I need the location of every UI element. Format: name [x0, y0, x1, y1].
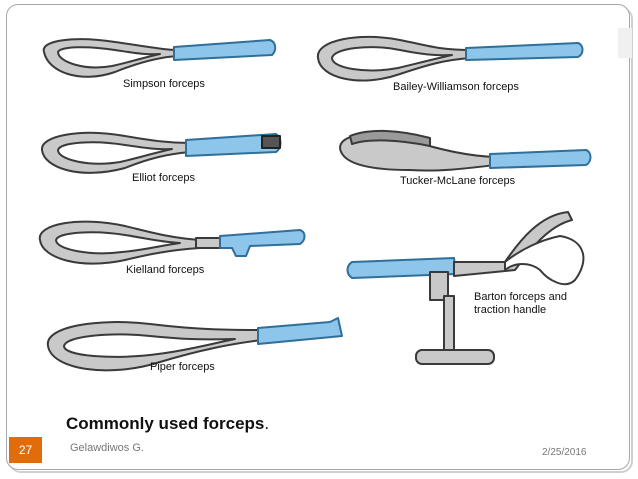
barton-forceps-drawing — [346, 211, 585, 365]
elliot-forceps-drawing — [41, 131, 282, 174]
instrument-label: Bailey-Williamson forceps — [393, 81, 519, 93]
instrument-label: Tucker-McLane forceps — [400, 175, 516, 187]
slide-frame — [6, 4, 630, 470]
bailey-williamson-forceps-drawing — [316, 35, 584, 82]
slide-accent-bar — [618, 28, 632, 58]
instrument-label: Barton forceps and — [474, 291, 567, 303]
caption-text: Commonly used forceps — [66, 414, 265, 433]
instrument-label: Kielland forceps — [126, 264, 205, 276]
simpson-forceps-drawing — [42, 38, 277, 78]
piper-forceps-drawing — [46, 317, 343, 372]
instrument-label: Piper forceps — [150, 361, 215, 373]
tucker-mclane-forceps-drawing — [339, 129, 592, 172]
kielland-forceps-drawing — [38, 220, 306, 265]
caption-period: . — [264, 414, 270, 433]
page-number: 27 — [18, 443, 33, 457]
footer-date: 2/25/2016 — [542, 447, 587, 458]
instrument-label: Elliot forceps — [132, 172, 195, 184]
instrument-label: Simpson forceps — [123, 78, 205, 90]
instrument-label: traction handle — [474, 304, 546, 316]
slide-caption: Commonly used forceps. — [66, 414, 269, 434]
footer-author: Gelawdiwos G. — [70, 442, 144, 454]
page-number-badge: 27 — [9, 437, 42, 463]
slide-shadow — [9, 7, 633, 473]
